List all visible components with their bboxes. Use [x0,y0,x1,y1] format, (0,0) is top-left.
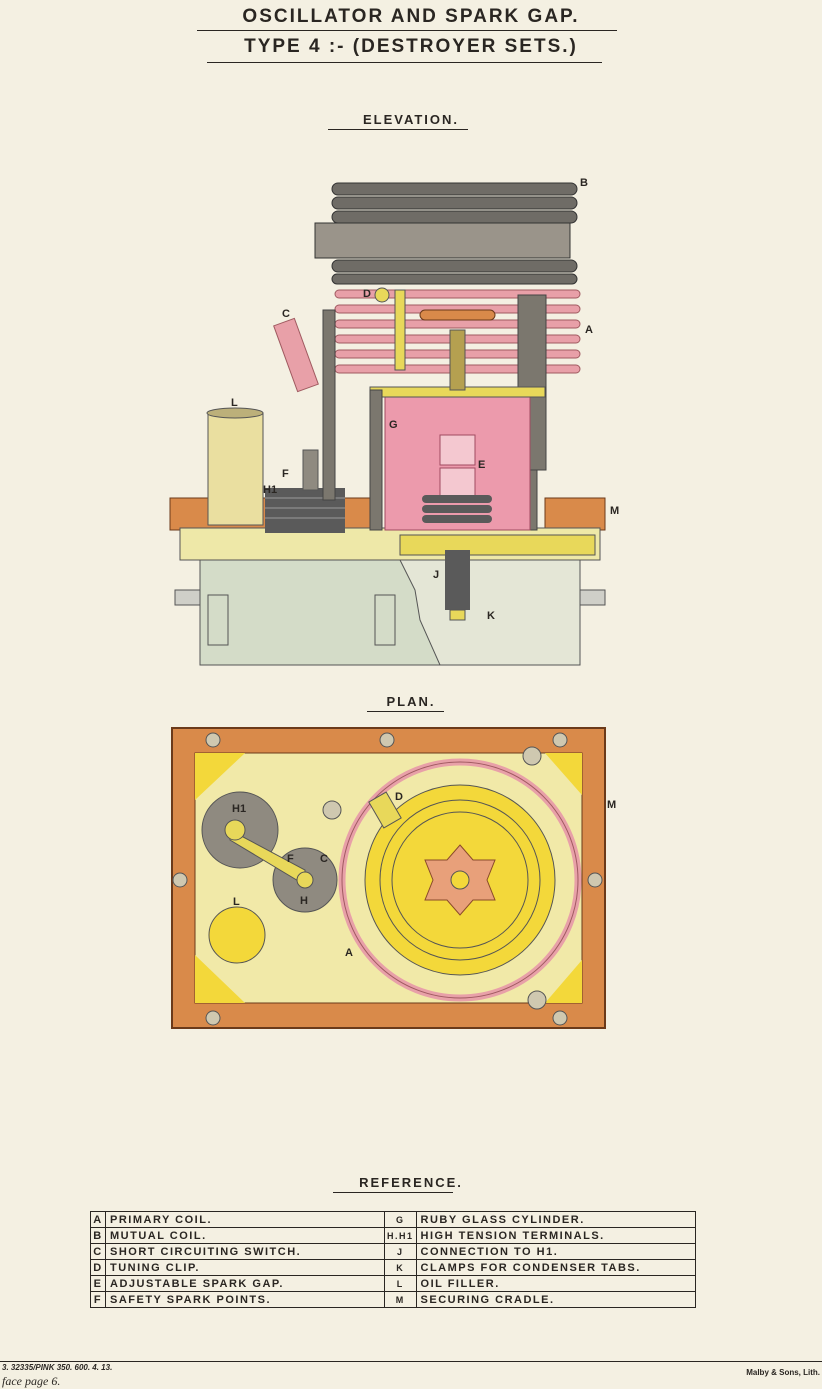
plan-drawing: H1 F C H D L A M [171,727,616,1029]
tag-a: A [585,324,593,336]
tag-c: C [282,308,290,320]
plan-tag-f: F [287,853,294,865]
oil-filler-plan [208,906,266,964]
reference-table: A PRIMARY COIL. G RUBY GLASS CYLINDER. B… [90,1211,696,1308]
ref-key: G [384,1211,417,1228]
tag-d: D [363,288,371,300]
ref-text: CONNECTION TO H1. [415,1243,696,1260]
mutual-coil [314,182,578,285]
tag-k: K [487,610,495,622]
ref-key: H.H1 [384,1227,417,1244]
ref-key: C [90,1243,106,1260]
elevation-drawing: B A C D E F G H1 J K L M [169,177,619,666]
page-title: OSCILLATOR AND SPARK GAP. [242,6,580,27]
ref-key: E [90,1275,106,1292]
tag-l: L [231,397,238,409]
tag-j: J [433,569,439,581]
plan-tag-d: D [395,791,403,803]
tag-f: F [282,468,289,480]
ref-key: M [384,1291,417,1308]
print-code: 3. 32335/PINK 350. 600. 4. 13. [2,1363,113,1372]
ref-text: HIGH TENSION TERMINALS. [415,1227,696,1244]
footer-rule [0,1361,822,1362]
plan-tag-l: L [233,896,240,908]
ref-text: OIL FILLER. [415,1275,696,1292]
ref-key: F [90,1291,106,1308]
elevation-underline [328,129,468,130]
ref-text: RUBY GLASS CYLINDER. [415,1211,696,1228]
tag-b: B [580,177,588,189]
ref-key: D [90,1259,106,1276]
spark-gap [419,309,496,523]
ref-key: K [384,1259,417,1276]
plan-underline [367,711,444,712]
table-row: C SHORT CIRCUITING SWITCH. J CONNECTION … [90,1243,696,1260]
ref-text: CLAMPS FOR CONDENSER TABS. [415,1259,696,1276]
ref-text: SAFETY SPARK POINTS. [105,1291,385,1308]
ref-text: MUTUAL COIL. [105,1227,385,1244]
ref-text: TUNING CLIP. [105,1259,385,1276]
subtitle-underline [207,62,602,63]
switch-c [273,317,319,393]
table-row: B MUTUAL COIL. H.H1 HIGH TENSION TERMINA… [90,1227,696,1244]
oil-filler [207,412,264,526]
tag-e: E [478,459,485,471]
ref-text: ADJUSTABLE SPARK GAP. [105,1275,385,1292]
page-subtitle: TYPE 4 :- (DESTROYER SETS.) [244,36,578,57]
plan-tag-c: C [320,853,328,865]
table-row: F SAFETY SPARK POINTS. M SECURING CRADLE… [90,1291,696,1308]
ref-key: J [384,1243,417,1260]
table-row: A PRIMARY COIL. G RUBY GLASS CYLINDER. [90,1211,696,1228]
ref-key: L [384,1275,417,1292]
reference-underline [333,1192,453,1193]
lithographer-credit: Malby & Sons, Lith. [746,1368,820,1377]
ref-text: SECURING CRADLE. [415,1291,696,1308]
table-row: D TUNING CLIP. K CLAMPS FOR CONDENSER TA… [90,1259,696,1276]
tag-h1: H1 [263,484,277,496]
plan-tag-m: M [607,799,616,811]
plan-tag-h1: H1 [232,803,246,815]
tag-m: M [610,505,619,517]
plan-tag-a: A [345,947,353,959]
ref-text: PRIMARY COIL. [105,1211,385,1228]
title-underline [197,30,617,31]
plan-tag-h: H [300,895,308,907]
reference-heading: REFERENCE. [359,1175,463,1190]
elevation-heading: ELEVATION. [362,112,460,127]
ref-text: SHORT CIRCUITING SWITCH. [105,1243,385,1260]
wood-base-right [544,497,606,531]
face-page-note: face page 6. [2,1374,61,1388]
plan-heading: PLAN. [386,694,436,709]
ref-key: A [90,1211,106,1228]
ref-key: B [90,1227,106,1244]
lower-insulator [445,550,470,621]
tag-g: G [389,419,398,431]
table-row: E ADJUSTABLE SPARK GAP. L OIL FILLER. [90,1275,696,1292]
